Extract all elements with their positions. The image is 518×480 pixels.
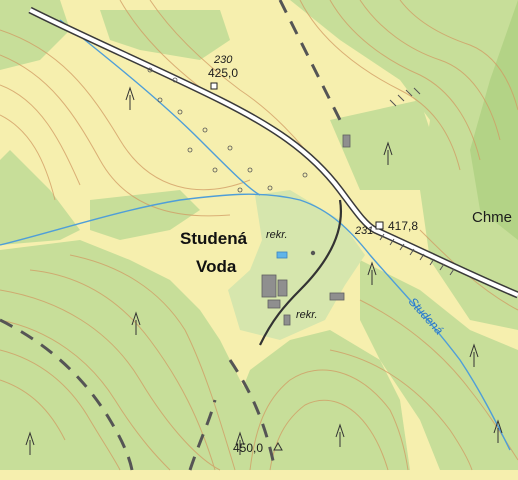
label-height-450: 450,0: [233, 441, 263, 455]
stream-line: [0, 19, 511, 451]
forest-areas: [0, 0, 518, 470]
dashed-tracks: [0, 0, 342, 471]
embankment-hatching: [379, 87, 455, 276]
label-village-line1: Studená: [180, 229, 248, 248]
orchard-markers: [147, 67, 308, 193]
label-rekr-2: rekr.: [296, 309, 318, 321]
label-spot-230: 230: [213, 54, 233, 66]
road-line: [28, 6, 518, 346]
triangulation-point-icon: [273, 441, 283, 451]
label-chme: Chme: [472, 209, 512, 226]
label-height-4178: 417,8: [388, 219, 418, 233]
conifer-tree-icon: [25, 86, 503, 455]
spot-height-icon: [375, 221, 384, 230]
label-village-line2: Voda: [196, 257, 237, 276]
building-icon: [261, 134, 351, 326]
pond-icon: [276, 251, 288, 259]
label-rekr-1: rekr.: [266, 229, 288, 241]
settlement-area: [228, 190, 365, 340]
spot-height-icon: [210, 82, 218, 90]
label-height-425: 425,0: [208, 66, 238, 80]
point-marker-icon: [310, 250, 316, 256]
label-spot-231: 231: [354, 225, 373, 237]
